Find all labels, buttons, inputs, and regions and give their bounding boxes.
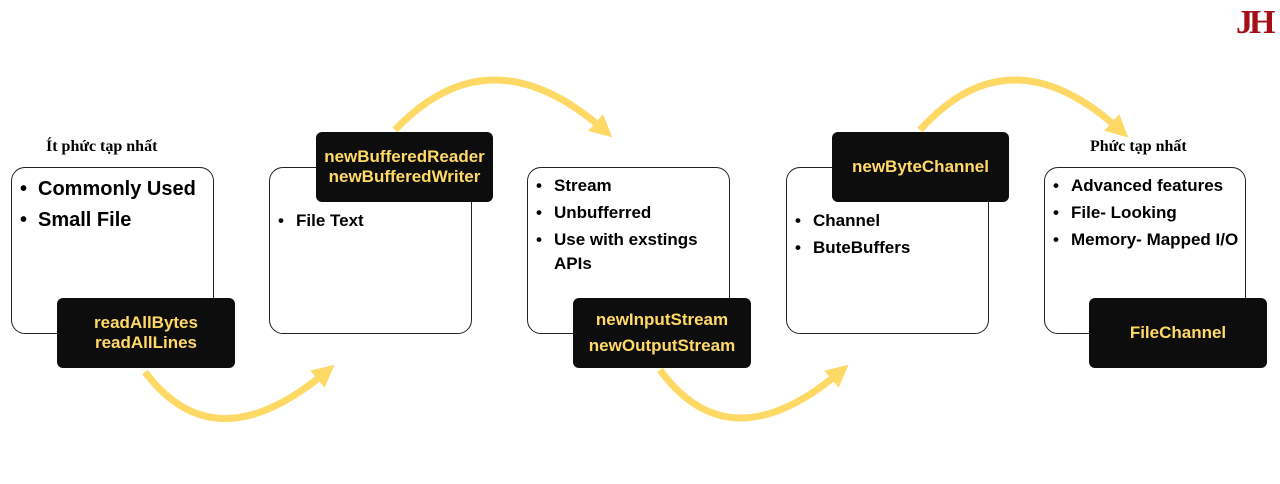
step-4-methods: newByteChannel — [832, 132, 1009, 202]
step-1-methods: readAllBytes readAllLines — [57, 298, 235, 368]
method-name: newInputStream — [595, 310, 729, 329]
method-name: newByteChannel — [852, 157, 989, 176]
method-name: newBufferedReader — [324, 147, 485, 166]
method-name: newOutputStream — [588, 336, 736, 355]
step-1-bullet: Small File — [16, 205, 209, 236]
jh-logo: JH — [1236, 4, 1276, 41]
step-4-bullet: Channel — [791, 209, 984, 233]
step-3-bullet: Use with exstings APIs — [532, 228, 725, 276]
most-complex-label: Phức tạp nhất — [1090, 138, 1187, 155]
least-complex-label: Ít phức tạp nhất — [46, 138, 158, 155]
method-name: FileChannel — [1129, 323, 1227, 342]
method-name: readAllLines — [94, 333, 198, 352]
step-5-bullet: File- Looking — [1049, 201, 1241, 225]
step-5-bullet: Memory- Mapped I/O — [1049, 228, 1241, 252]
method-name: newBufferedWriter — [328, 167, 481, 186]
arrow-2-to-3 — [392, 76, 613, 138]
arrow-3-to-4 — [657, 364, 849, 422]
step-2-bullet: File Text — [274, 209, 467, 233]
step-3-bullet: Unbufferred — [532, 201, 725, 225]
step-3-bullet: Stream — [532, 174, 725, 198]
arrow-4-to-5 — [917, 76, 1129, 138]
step-5-methods: FileChannel — [1089, 298, 1267, 368]
arrow-1-to-2 — [142, 364, 335, 422]
step-5-bullet: Advanced features — [1049, 174, 1241, 198]
step-4-bullet: ButeBuffers — [791, 236, 984, 260]
step-1-bullet: Commonly Used — [16, 174, 209, 205]
step-2-methods: newBufferedReader newBufferedWriter — [316, 132, 493, 202]
step-3-methods: newInputStream newOutputStream — [573, 298, 751, 368]
method-name: readAllBytes — [94, 313, 198, 332]
